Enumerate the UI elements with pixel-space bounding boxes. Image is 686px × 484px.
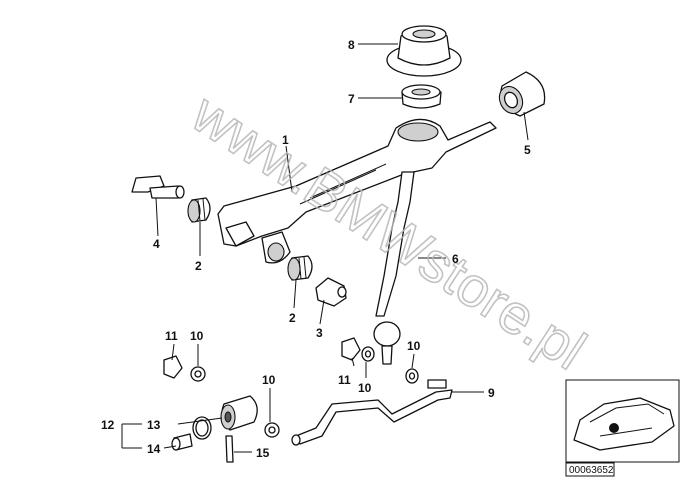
callout-4: 4 xyxy=(153,237,160,251)
part-2-bushing-upper xyxy=(187,197,211,223)
part-2-bushing-lower xyxy=(287,255,313,281)
callout-7: 7 xyxy=(348,92,355,106)
part-4-bracket xyxy=(131,175,185,199)
callout-1: 1 xyxy=(282,133,289,147)
callout-11-left: 11 xyxy=(165,329,178,343)
callout-13: 13 xyxy=(147,418,161,432)
callout-8: 8 xyxy=(348,38,355,52)
callout-6: 6 xyxy=(452,252,459,266)
callout-9: 9 xyxy=(488,386,495,400)
part-10-washer-mid xyxy=(361,346,375,362)
part-6-lever xyxy=(373,171,415,365)
part-3-bracket xyxy=(315,277,347,307)
callout-12: 12 xyxy=(101,418,115,432)
part-5-sleeve xyxy=(498,71,546,117)
part-10-washer-right xyxy=(405,368,419,384)
callout-10-right: 10 xyxy=(407,339,421,353)
part-11-clip-right xyxy=(341,337,361,361)
part-10-washer-lower xyxy=(264,422,280,438)
part-14-bush xyxy=(171,433,193,451)
callout-15: 15 xyxy=(256,446,270,460)
part-13-joint xyxy=(220,395,258,431)
callout-11-right: 11 xyxy=(338,373,351,387)
callout-2-upper: 2 xyxy=(195,259,202,273)
callout-3: 3 xyxy=(316,326,323,340)
part-9-rod xyxy=(291,379,453,446)
callout-10-left: 10 xyxy=(190,329,204,343)
part-8-boot xyxy=(386,25,462,77)
part-11-clip-left xyxy=(163,355,183,379)
location-marker-icon xyxy=(609,423,619,433)
vehicle-thumbnail: 00063652 xyxy=(565,379,680,477)
callout-10-lower: 10 xyxy=(262,373,276,387)
callout-2-lower: 2 xyxy=(289,311,296,325)
callout-5: 5 xyxy=(524,143,531,157)
part-1-carrier xyxy=(217,118,497,264)
leader-lines xyxy=(121,43,529,453)
callout-14: 14 xyxy=(147,442,161,456)
document-id: 00063652 xyxy=(569,465,614,476)
part-13-ring xyxy=(192,416,212,440)
part-15-pin xyxy=(225,435,234,463)
part-10-washer-left xyxy=(190,366,206,382)
part-7-bushing xyxy=(401,84,442,109)
callout-10-mid: 10 xyxy=(358,381,372,395)
